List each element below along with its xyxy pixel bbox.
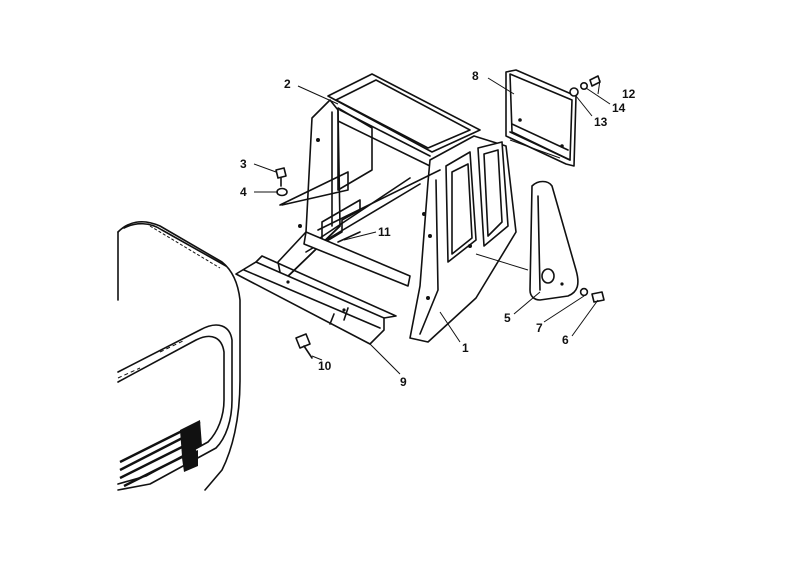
callout-10: 10	[318, 359, 332, 373]
fasteners-lower	[579, 287, 605, 303]
panel-8	[505, 69, 577, 167]
callout-9: 9	[400, 375, 407, 389]
fasteners-left	[275, 167, 288, 197]
callout-8: 8	[472, 69, 479, 83]
callout-5: 5	[504, 311, 511, 325]
callout-13: 13	[594, 115, 608, 129]
callout-14: 14	[612, 101, 626, 115]
leader-lines	[253, 77, 611, 375]
cab-frame	[277, 73, 517, 343]
callout-3: 3	[240, 157, 247, 171]
callout-11: 11	[378, 225, 391, 239]
callout-6: 6	[562, 333, 569, 347]
floor-rail	[235, 255, 397, 345]
callout-2: 2	[284, 77, 291, 91]
callout-12: 12	[622, 87, 636, 101]
panel-5	[529, 180, 579, 301]
callout-7: 7	[536, 321, 543, 335]
fasteners-upper	[569, 75, 601, 97]
screw-10	[295, 333, 313, 359]
engine-hood	[117, 220, 241, 491]
callout-1: 1	[462, 341, 469, 355]
callout-4: 4	[240, 185, 247, 199]
callout-labels: 1 2 3 4 5 6 7 8 9 10 11 12 13 14	[240, 69, 636, 389]
